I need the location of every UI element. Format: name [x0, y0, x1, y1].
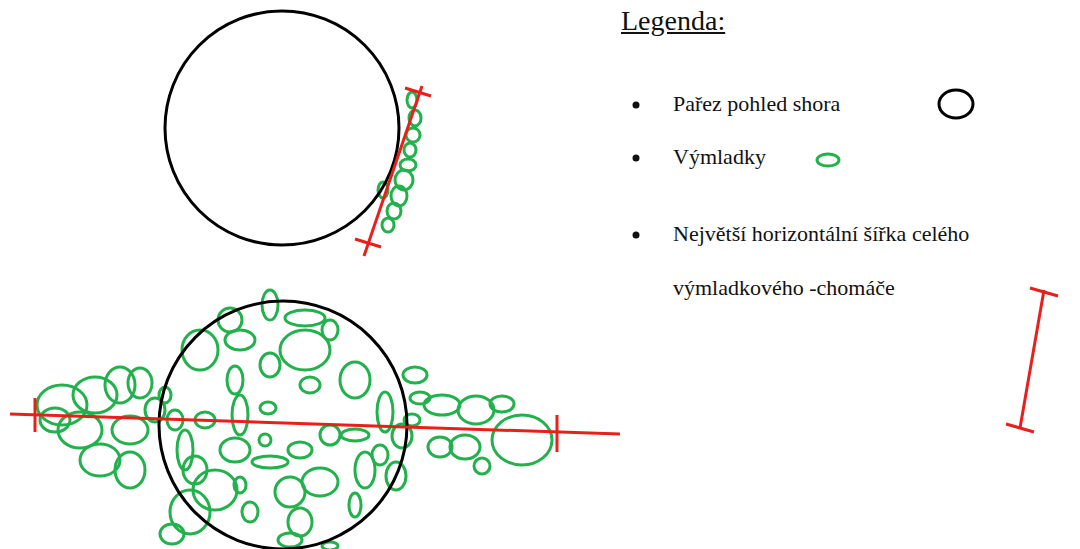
legend-entry: Největší horizontální šířka celého výmla… [673, 207, 1033, 315]
sprout [220, 438, 250, 462]
sprout [320, 425, 340, 445]
sprout [232, 395, 248, 435]
sprout [259, 434, 271, 446]
sprout [234, 477, 246, 493]
sprout-cluster [37, 290, 552, 549]
sprout [170, 490, 210, 534]
sprout [372, 445, 388, 465]
sprout [424, 395, 460, 415]
sprout [349, 493, 361, 517]
sprout [73, 377, 117, 413]
sprout [340, 362, 370, 398]
sprout [227, 366, 243, 394]
sprout [302, 468, 338, 496]
sprout [40, 408, 70, 432]
sprout [285, 310, 325, 326]
legend-text: Výmladky [673, 144, 766, 169]
sprout [225, 330, 255, 350]
sprout [428, 437, 452, 457]
legend-entry: Výmladky [673, 130, 933, 184]
sprout [278, 533, 302, 547]
sprout [458, 396, 494, 424]
bullet [633, 232, 640, 239]
sprout [404, 143, 416, 157]
legend-text: Pařez pohled shora [673, 91, 840, 116]
spacer [630, 46, 780, 47]
legend-swatch [1006, 288, 1058, 432]
sprout [128, 368, 152, 398]
sprout [450, 435, 480, 459]
sprout [252, 456, 288, 468]
legend-entry: Pařez pohled shora [673, 77, 933, 131]
sprout [112, 416, 148, 444]
sprout [193, 470, 237, 510]
sprout [242, 502, 258, 522]
sprout [288, 442, 312, 458]
sprout [403, 367, 427, 383]
sprout [474, 458, 490, 474]
legend-heading: Legenda: [621, 3, 725, 39]
sprout [490, 396, 514, 412]
sprout [275, 477, 305, 507]
legend-samples [633, 90, 1059, 432]
width-bar [355, 86, 431, 256]
sprout [382, 218, 394, 232]
sprout [322, 320, 338, 340]
sprout [160, 524, 184, 544]
sprout [115, 452, 145, 488]
sprout [341, 429, 369, 441]
stump-circle [165, 11, 399, 245]
bullet [633, 155, 640, 162]
bullet [633, 102, 640, 109]
legend-text: Největší horizontální šířka celého výmla… [673, 221, 969, 300]
legend-swatch [939, 90, 973, 118]
width-bar [10, 398, 620, 452]
sprout [260, 353, 280, 377]
sprout [492, 415, 552, 465]
sprout [182, 330, 218, 370]
sprout [262, 290, 278, 320]
sprout [300, 377, 320, 393]
legend-swatch [817, 154, 839, 166]
sprout [260, 402, 276, 414]
